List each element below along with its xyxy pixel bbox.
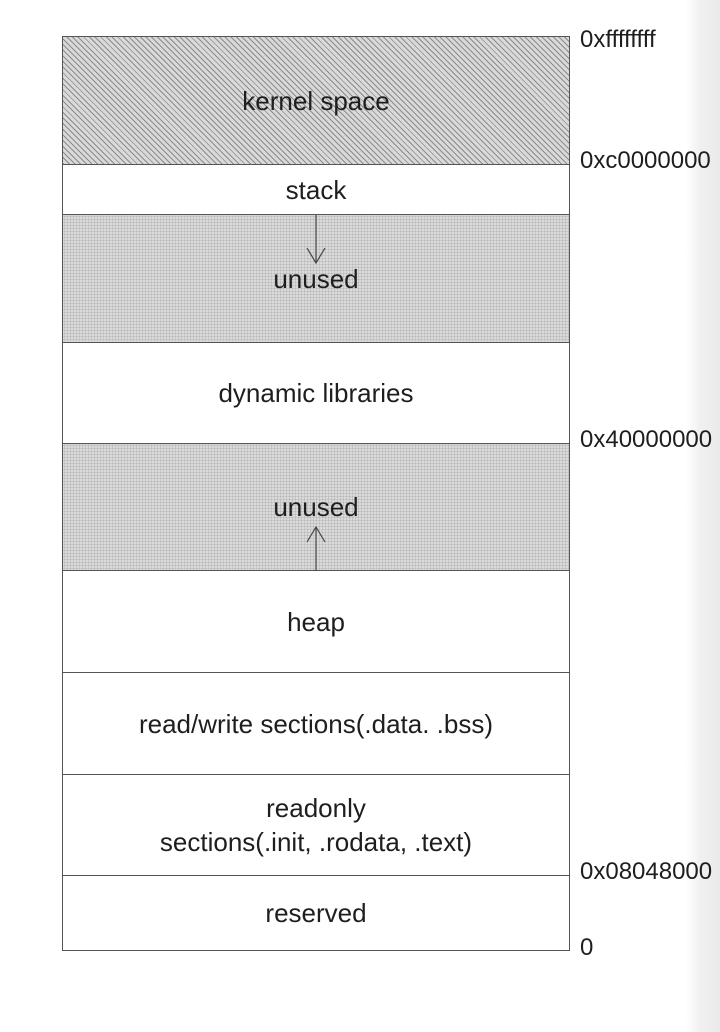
segment-label: dynamic libraries <box>218 378 414 408</box>
segment-unused-upper: unused <box>63 215 569 343</box>
segment-label: readonly sections(.init, .rodata, .text) <box>159 793 473 857</box>
segment-label: reserved <box>265 898 367 928</box>
segment-label: unused <box>273 263 359 294</box>
segment-reserved: reserved <box>63 876 569 950</box>
segment-label: kernel space <box>242 85 390 116</box>
address-bottom: 0 <box>580 934 594 961</box>
segment-dynamic-libraries: dynamic libraries <box>63 343 569 444</box>
segment-label: read/write sections(.data. .bss) <box>138 708 494 739</box>
segment-stack: stack <box>63 165 569 215</box>
segment-heap: heap <box>63 571 569 673</box>
segment-unused-lower: unused <box>63 444 569 571</box>
address-top: 0xffffffff <box>580 26 656 53</box>
address-text-start: 0x08048000 <box>580 858 713 885</box>
memory-layout-diagram: kernel space stack unused dynamic librar… <box>62 36 570 951</box>
segment-label: heap <box>287 606 345 637</box>
segment-readonly-sections: readonly sections(.init, .rodata, .text) <box>63 775 569 876</box>
segment-kernel-space: kernel space <box>63 37 569 165</box>
segment-label: unused <box>273 492 359 522</box>
page-edge-shadow <box>686 0 720 1032</box>
address-kernel-boundary: 0xc0000000 <box>580 147 711 174</box>
down-arrow-icon <box>306 215 326 265</box>
segment-read-write-sections: read/write sections(.data. .bss) <box>63 673 569 775</box>
up-arrow-icon <box>306 525 326 571</box>
segment-label: stack <box>285 174 347 205</box>
address-lib-boundary: 0x40000000 <box>580 426 713 453</box>
